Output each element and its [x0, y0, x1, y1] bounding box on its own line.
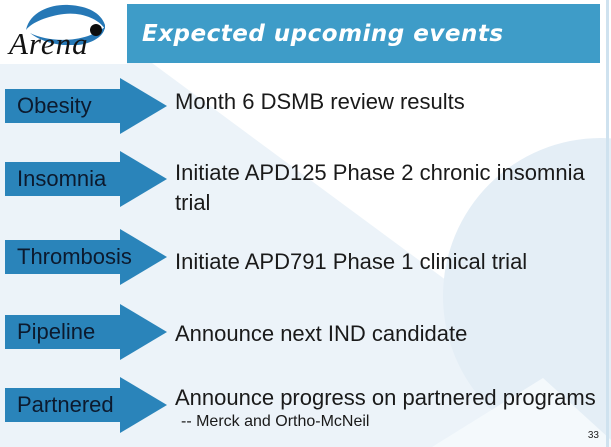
- event-text: Announce next IND candidate: [175, 321, 468, 346]
- page-number: 33: [587, 430, 599, 441]
- event-row: Insomnia Initiate APD125 Phase 2 chronic…: [0, 150, 611, 215]
- event-row: Partnered Announce progress on partnered…: [0, 376, 611, 446]
- event-text: Announce progress on partnered programs: [175, 385, 596, 410]
- category-label: Pipeline: [17, 319, 96, 344]
- logo: Arena: [0, 0, 127, 64]
- event-text: Month 6 DSMB review results: [175, 89, 465, 114]
- category-arrow: Pipeline: [2, 303, 170, 361]
- event-row: Pipeline Announce next IND candidate: [0, 303, 611, 361]
- event-row: Thrombosis Initiate APD791 Phase 1 clini…: [0, 228, 611, 286]
- event-text: Initiate APD125 Phase 2 chronic insomnia…: [175, 160, 585, 216]
- arrow-shape-icon: [5, 304, 167, 360]
- category-label: Partnered: [17, 392, 114, 417]
- logo-text: Arena: [9, 26, 89, 61]
- event-text: Initiate APD791 Phase 1 clinical trial: [175, 249, 528, 274]
- category-label: Thrombosis: [17, 244, 132, 269]
- right-edge-stripe: [606, 0, 609, 447]
- event-subtext: -- Merck and Ortho-McNeil: [181, 413, 370, 430]
- category-arrow: Thrombosis: [2, 228, 170, 286]
- category-arrow: Insomnia: [2, 150, 170, 208]
- category-label: Insomnia: [17, 166, 107, 191]
- arrow-shape-icon: [5, 229, 167, 285]
- event-row: Obesity Month 6 DSMB review results: [0, 77, 611, 135]
- category-label: Obesity: [17, 93, 92, 118]
- page-title: Expected upcoming events: [142, 20, 504, 47]
- arrow-shape-icon: [5, 151, 167, 207]
- arena-eye-logo-icon: [26, 4, 105, 45]
- category-arrow: Obesity: [2, 77, 170, 135]
- title-bar: Expected upcoming events: [127, 4, 600, 63]
- arrow-shape-icon: [5, 377, 167, 433]
- arrow-shape-icon: [5, 78, 167, 134]
- category-arrow: Partnered: [2, 376, 170, 434]
